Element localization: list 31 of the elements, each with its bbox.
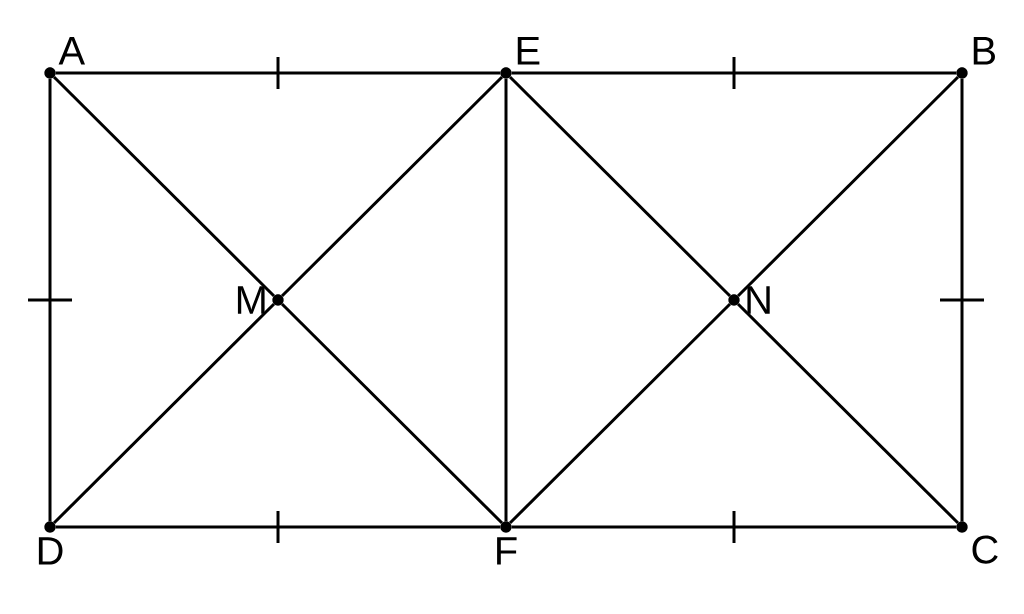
line-segment xyxy=(736,75,960,298)
line-segment xyxy=(55,71,501,75)
node-label: N xyxy=(747,286,770,314)
node-label: F xyxy=(497,537,517,565)
line-segment xyxy=(52,302,276,525)
node-label: B xyxy=(973,37,995,65)
point: M xyxy=(231,283,284,317)
line-segment xyxy=(511,525,957,529)
line-segment xyxy=(736,302,960,525)
point: A xyxy=(44,34,89,79)
point: E xyxy=(500,34,545,79)
node-label: A xyxy=(58,37,86,65)
point: C xyxy=(956,521,1003,567)
line-segment xyxy=(280,75,504,298)
line-segment xyxy=(511,71,957,75)
line-segment xyxy=(55,525,501,529)
point: D xyxy=(32,521,68,568)
line-segment xyxy=(508,75,732,298)
line-segment xyxy=(48,78,52,522)
node-label: M xyxy=(237,286,265,314)
line-segment xyxy=(504,78,508,522)
line-segment xyxy=(508,302,732,525)
node-label: E xyxy=(517,37,540,65)
point: B xyxy=(956,34,1001,79)
line-segment xyxy=(52,75,276,298)
line-segment xyxy=(280,302,504,525)
node-label: C xyxy=(972,535,998,564)
point: N xyxy=(728,283,776,317)
node-label: D xyxy=(38,537,63,565)
point: F xyxy=(490,521,522,568)
line-segment xyxy=(960,78,964,522)
